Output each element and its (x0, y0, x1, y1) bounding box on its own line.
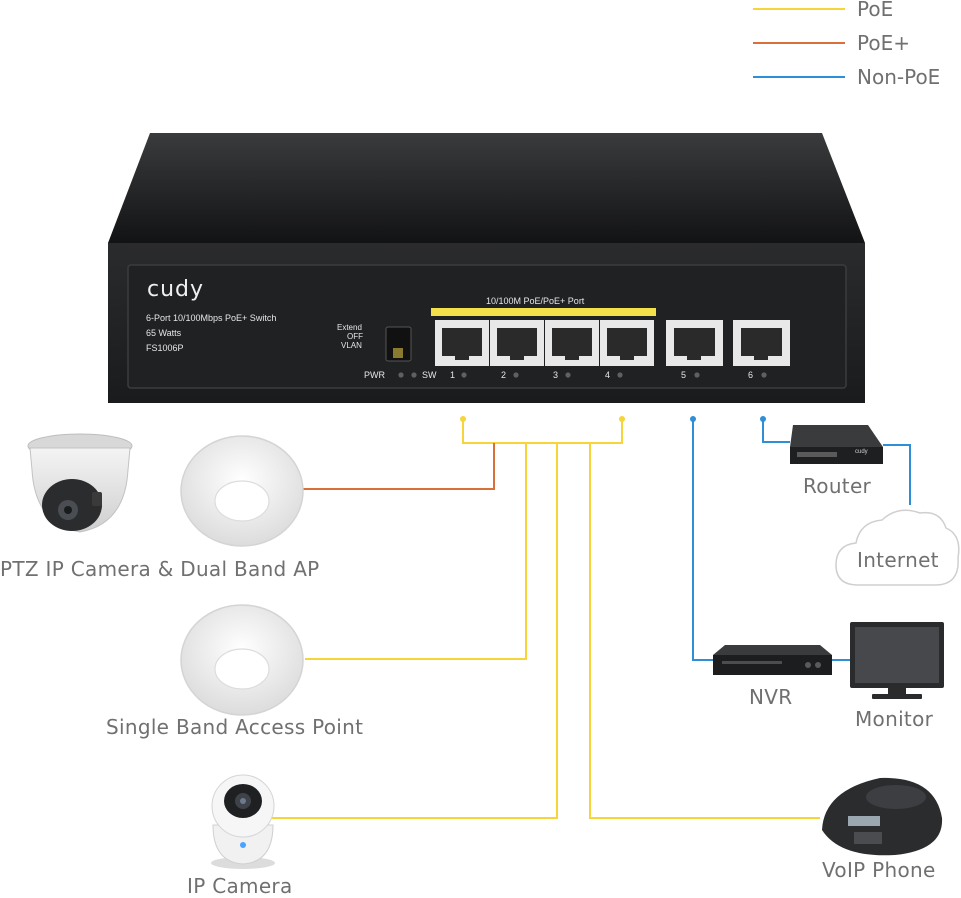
sw-label: SW (422, 370, 437, 380)
cable-router (762, 419, 790, 443)
port-3[interactable] (545, 320, 599, 366)
port-6[interactable] (733, 320, 790, 366)
internet-cloud-icon (835, 509, 960, 586)
router-brand-logo: cudy (855, 449, 868, 455)
port-number-5: 5 (681, 370, 687, 380)
poe-port-strip (431, 308, 656, 316)
legend-label-non-poe: Non-PoE (857, 65, 941, 89)
port-6-led (761, 372, 767, 378)
port-1[interactable] (435, 320, 489, 366)
cable-ptz-ap (303, 443, 495, 490)
ptz-ap-label: PTZ IP Camera & Dual Band AP (0, 557, 320, 581)
legend-label-poe: PoE (857, 0, 894, 21)
port-2[interactable] (490, 320, 544, 366)
ptz-camera-icon (27, 433, 133, 533)
switch-model: FS1006P (146, 343, 184, 353)
port-number-2: 2 (501, 370, 507, 380)
switch-top (108, 133, 865, 243)
single-band-ap-icon (180, 604, 304, 716)
sw-led (411, 372, 417, 378)
port-3-led (565, 372, 571, 378)
non-poe-cables (690, 416, 911, 661)
router-icon (790, 425, 883, 464)
port-4-led (617, 372, 623, 378)
cable-nvr (692, 419, 718, 661)
cable-ip-camera (270, 443, 558, 819)
port-group-label: 10/100M PoE/PoE+ Port (486, 296, 585, 306)
poe-cables (270, 416, 820, 819)
cable-voip (589, 443, 820, 819)
switch-brand-logo: cudy (147, 277, 205, 302)
port-number-1: 1 (450, 370, 456, 380)
cable-single-ap (305, 443, 527, 660)
port-2-led (513, 372, 519, 378)
port-number-4: 4 (605, 370, 611, 380)
ethernet-ports (435, 320, 790, 366)
mode-option-extend: Extend (337, 323, 362, 332)
mode-toggle-knob (393, 348, 403, 358)
dual-band-ap-icon (180, 435, 304, 547)
switch-power: 65 Watts (146, 328, 182, 338)
port-number-3: 3 (553, 370, 559, 380)
nvr-label: NVR (749, 685, 793, 709)
pwr-label: PWR (364, 370, 385, 380)
port-5-led (694, 372, 700, 378)
port-4[interactable] (600, 320, 654, 366)
internet-label: Internet (857, 548, 939, 572)
cable-router-internet (883, 444, 911, 505)
monitor-icon (850, 622, 944, 699)
monitor-label: Monitor (855, 707, 934, 731)
port-5[interactable] (666, 320, 723, 366)
mode-toggle[interactable] (385, 326, 412, 362)
mode-option-off: OFF (347, 332, 363, 341)
switch-model-line: 6-Port 10/100Mbps PoE+ Switch (146, 313, 277, 323)
voip-label: VoIP Phone (822, 858, 936, 882)
router-label: Router (803, 474, 872, 498)
port-number-6: 6 (748, 370, 754, 380)
pwr-led (398, 372, 404, 378)
single-ap-label: Single Band Access Point (106, 715, 364, 739)
voip-phone-icon (822, 777, 943, 856)
poe-bus (462, 419, 623, 444)
nvr-icon (713, 645, 832, 675)
legend-label-poe-plus: PoE+ (857, 31, 910, 55)
mode-option-vlan: VLAN (341, 341, 362, 350)
ip-camera-icon (211, 774, 275, 869)
port-1-led (461, 372, 467, 378)
ip-camera-label: IP Camera (187, 874, 293, 898)
